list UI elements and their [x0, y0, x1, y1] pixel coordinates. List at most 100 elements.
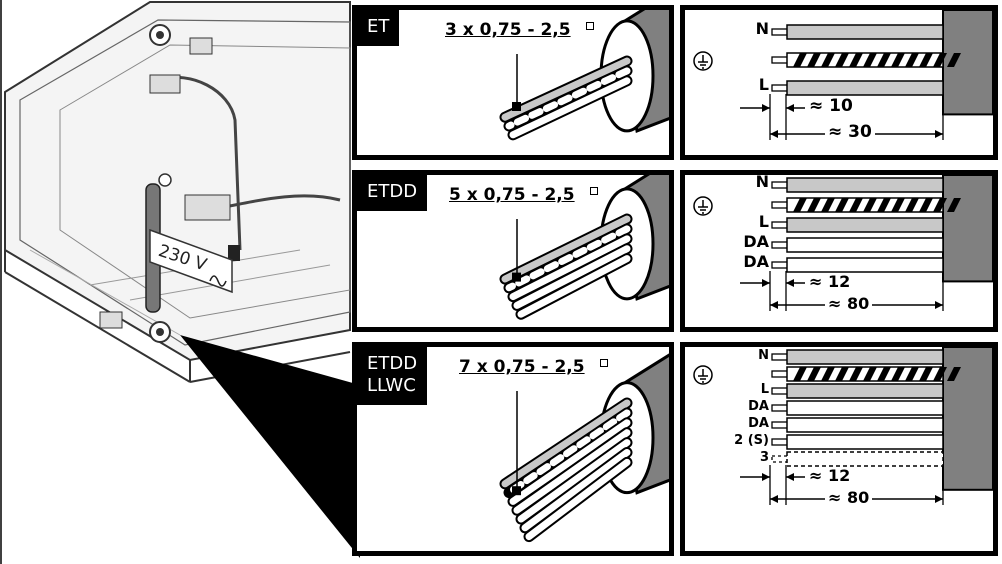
- earth-stripe: [821, 53, 835, 67]
- insulation: [786, 24, 944, 40]
- wire-fill: [513, 245, 631, 309]
- strip-length-total: ≈ 80: [825, 294, 873, 313]
- wire-fill: [509, 419, 631, 505]
- earth-stripe: [835, 198, 849, 212]
- wire-label: L: [758, 75, 769, 95]
- insulation: [786, 217, 944, 233]
- earth-stripe: [877, 367, 891, 381]
- square-mm-mark: [590, 187, 598, 195]
- earth-stripe: [863, 198, 877, 212]
- earth-stripe: [807, 53, 821, 67]
- wire-fill: [521, 448, 631, 532]
- earth-stripe: [863, 367, 877, 381]
- square-mm-mark: [600, 359, 608, 367]
- cable-illustration: [499, 175, 669, 320]
- wire-fill: [501, 57, 631, 121]
- model-tag-line: ETDD: [367, 181, 418, 202]
- earth-stripe: [919, 53, 933, 67]
- earth-stripe: [821, 198, 835, 212]
- model-tag: ETDD: [357, 175, 428, 211]
- wire-label: DA: [743, 232, 769, 252]
- leader-marker: [512, 272, 521, 282]
- wire-label: L: [760, 381, 769, 397]
- earth-stripe: [877, 53, 891, 67]
- insulation: [786, 434, 944, 450]
- strip-diagram: [693, 347, 993, 505]
- wire-fill: [505, 225, 631, 292]
- wire-label: DA: [748, 415, 769, 431]
- model-tag-line: ET: [367, 16, 390, 37]
- wire-label: 3: [759, 449, 769, 465]
- earth-stripe: [933, 198, 947, 212]
- insulation: [786, 400, 944, 416]
- cable-sheath: [942, 347, 993, 491]
- earth-stripe: [821, 367, 835, 381]
- earth-stripe: [919, 367, 933, 381]
- earth-stripe: [849, 53, 863, 67]
- earth-stripe: [891, 53, 905, 67]
- earth-stripe: [793, 367, 807, 381]
- wire-fill: [517, 255, 631, 318]
- cable-illustration: [499, 353, 669, 543]
- insulation: [786, 237, 944, 253]
- earth-stripe: [807, 198, 821, 212]
- earth-stripe: [891, 198, 905, 212]
- strip-diagram: [693, 10, 993, 140]
- cable-spec: 7 x 0,75 - 2,5: [459, 357, 585, 377]
- insulation: [786, 383, 944, 399]
- wire-label: DA: [748, 398, 769, 414]
- insulation: [786, 80, 944, 96]
- earth-stripe: [849, 198, 863, 212]
- wire-fill: [513, 429, 631, 514]
- earth-stripe: [835, 367, 849, 381]
- insulation: [786, 417, 944, 433]
- strip-length-short: ≈ 12: [807, 271, 853, 291]
- wire-fill: [525, 458, 631, 541]
- earth-stripe: [947, 53, 961, 67]
- wire-label: DA: [743, 252, 769, 272]
- strip-length-total: ≈ 30: [825, 122, 875, 142]
- earth-stripe: [835, 53, 849, 67]
- earth-stripe: [807, 367, 821, 381]
- cable-spec: 5 x 0,75 - 2,5: [449, 185, 575, 205]
- cable-sheath: [942, 175, 993, 283]
- wire-label: 2 (S): [734, 432, 769, 448]
- earth-stripe: [933, 53, 947, 67]
- wire-fill: [509, 235, 631, 301]
- wire-fill: [501, 399, 631, 488]
- earth-stripe: [919, 198, 933, 212]
- strip-length-short: ≈ 12: [807, 465, 853, 485]
- cable-spec: 3 x 0,75 - 2,5: [445, 20, 571, 40]
- insulation: [786, 257, 944, 273]
- wire-fill: [505, 409, 631, 497]
- wire-fill: [505, 67, 631, 130]
- strip-length-short: ≈ 10: [807, 95, 855, 116]
- wire-fill: [501, 215, 631, 283]
- wire-fill: [509, 77, 631, 139]
- cable-panel: ET 3 x 0,75 - 2,5: [352, 5, 674, 160]
- leader-marker: [512, 486, 521, 496]
- earth-stripe: [793, 53, 807, 67]
- earth-stripe: [793, 198, 807, 212]
- wire-label: N: [755, 19, 769, 39]
- wire-label: N: [755, 172, 769, 192]
- strip-length-total: ≈ 80: [825, 488, 873, 507]
- earth-stripe: [905, 198, 919, 212]
- model-tag: ET: [357, 10, 400, 46]
- earth-stripe: [947, 198, 961, 212]
- earth-stripe: [849, 367, 863, 381]
- leader-marker: [512, 102, 521, 111]
- square-mm-mark: [586, 22, 594, 30]
- insulation: [786, 349, 944, 365]
- insulation: [786, 177, 944, 193]
- wire-label: N: [758, 347, 769, 363]
- insulation: [786, 451, 944, 467]
- earth-stripe: [947, 367, 961, 381]
- strip-length-panel: N L ≈ 10 ≈ 30: [680, 5, 998, 160]
